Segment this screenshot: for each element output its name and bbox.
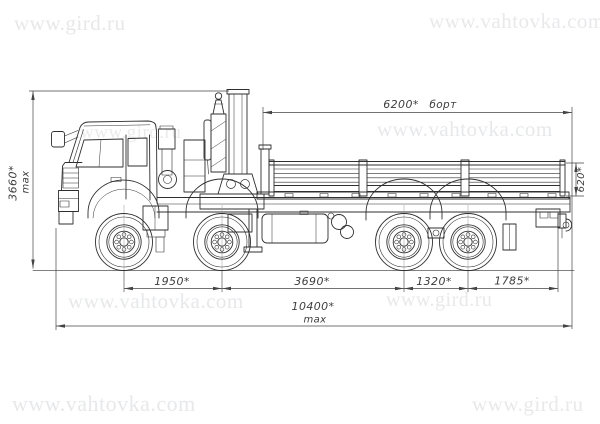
flatbed-platform bbox=[256, 144, 570, 200]
crane bbox=[183, 89, 265, 253]
tail-light bbox=[549, 211, 559, 219]
cab bbox=[51, 120, 169, 253]
tail-light bbox=[539, 211, 549, 219]
tow-hitch bbox=[557, 213, 573, 239]
rear-fenders bbox=[365, 178, 507, 221]
axle2-fender bbox=[185, 178, 259, 219]
dim-bed-length-note: борт bbox=[429, 99, 457, 111]
dim-total-length-value: 10400* bbox=[292, 300, 335, 313]
dim-bed-length-value: 6200* bbox=[383, 98, 419, 111]
dim-axle-1-2: 1950* bbox=[154, 275, 190, 288]
dim-height-note: max bbox=[21, 171, 32, 194]
front-fender bbox=[87, 179, 160, 219]
truck-body bbox=[32, 89, 575, 293]
dimension-labels: 3660* max 6200* борт 620* 1950* 3690* 13… bbox=[7, 98, 588, 326]
rear-end bbox=[502, 208, 573, 251]
dim-axle-2-3: 3690* bbox=[294, 275, 330, 288]
chassis-frame bbox=[156, 197, 571, 213]
air-intake-stack bbox=[158, 125, 177, 189]
fuel-tank bbox=[261, 213, 329, 244]
crane-outrigger bbox=[243, 208, 263, 253]
air-tank bbox=[331, 214, 347, 230]
air-tank bbox=[340, 225, 354, 239]
dim-board-height-value: 620* bbox=[576, 167, 587, 193]
dim-height-value: 3660* bbox=[7, 165, 20, 201]
dim-axle-3-4: 1320* bbox=[416, 275, 452, 288]
under-frame-equipment bbox=[227, 210, 445, 244]
dim-rear-overhang: 1785* bbox=[494, 275, 530, 288]
dim-total-length-note: max bbox=[304, 315, 327, 326]
dimension-lines bbox=[29, 90, 584, 330]
mirror bbox=[51, 130, 79, 148]
